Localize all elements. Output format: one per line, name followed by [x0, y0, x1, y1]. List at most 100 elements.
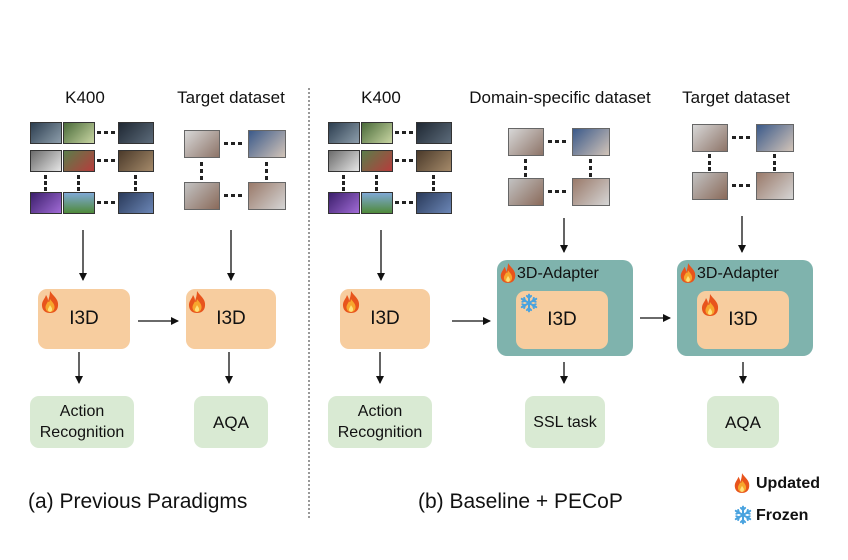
legend-updated-label: Updated	[756, 475, 820, 492]
ellipsis-dot	[265, 169, 268, 173]
ellipsis-dot	[562, 190, 566, 193]
k400-thumbnail-grid	[328, 122, 454, 214]
ellipsis-dot	[708, 154, 711, 158]
ellipsis-dot	[104, 201, 108, 204]
ellipsis-dot	[524, 159, 527, 163]
action-recognition-task-box: Action Recognition	[30, 396, 134, 448]
ellipsis-dot	[44, 175, 47, 179]
video-thumbnail	[572, 178, 610, 206]
i3d-label: I3D	[216, 308, 246, 329]
ellipsis-dot	[589, 173, 592, 177]
task-label-line2: Recognition	[39, 424, 125, 441]
ellipsis-dot	[432, 181, 435, 185]
ellipsis-dot	[375, 187, 378, 191]
ellipsis-dot	[77, 175, 80, 179]
ellipsis-dot	[548, 140, 552, 143]
video-thumbnail	[416, 122, 452, 144]
ellipsis-dot	[97, 131, 101, 134]
ellipsis-dot	[395, 131, 399, 134]
i3d-model-box: I3D	[186, 289, 276, 349]
ellipsis-dot	[200, 162, 203, 166]
video-thumbnail	[63, 192, 95, 214]
ellipsis-dot	[111, 131, 115, 134]
video-thumbnail	[30, 150, 62, 172]
video-thumbnail	[248, 130, 286, 158]
ellipsis-dot	[134, 181, 137, 185]
domain-thumbnail-grid	[508, 128, 612, 208]
ellipsis-dot	[746, 184, 750, 187]
video-thumbnail	[30, 192, 62, 214]
ellipsis-dot	[231, 194, 235, 197]
ellipsis-dot	[395, 159, 399, 162]
right-panel-caption: (b) Baseline + PECoP	[418, 490, 623, 513]
ellipsis-dot	[200, 169, 203, 173]
ellipsis-dot	[402, 159, 406, 162]
ellipsis-dot	[44, 181, 47, 185]
task-label: SSL task	[533, 413, 597, 431]
video-thumbnail	[63, 122, 95, 144]
ellipsis-dot	[111, 159, 115, 162]
ellipsis-dot	[104, 131, 108, 134]
video-thumbnail	[756, 124, 794, 152]
k400-label: K400	[65, 88, 105, 107]
ellipsis-dot	[773, 161, 776, 165]
ellipsis-dot	[77, 181, 80, 185]
ellipsis-dot	[732, 184, 736, 187]
ellipsis-dot	[342, 175, 345, 179]
video-thumbnail	[572, 128, 610, 156]
k400-thumbnail-grid	[30, 122, 156, 214]
target-thumbnail-grid	[692, 124, 796, 204]
3d-adapter-label: 3D-Adapter	[697, 265, 779, 282]
target-dataset-label: Target dataset	[177, 88, 285, 107]
i3d-label: I3D	[370, 308, 400, 329]
ellipsis-dot	[555, 140, 559, 143]
ellipsis-dot	[224, 194, 228, 197]
ellipsis-dot	[739, 136, 743, 139]
ellipsis-dot	[395, 201, 399, 204]
ellipsis-dot	[77, 187, 80, 191]
task-label-line1: Action	[357, 403, 403, 420]
k400-label: K400	[361, 88, 401, 107]
ellipsis-dot	[555, 190, 559, 193]
ssl-task-box: SSL task	[525, 396, 605, 448]
i3d-label: I3D	[547, 309, 577, 330]
ellipsis-dot	[409, 201, 413, 204]
ellipsis-dot	[524, 173, 527, 177]
video-thumbnail	[328, 122, 360, 144]
ellipsis-dot	[231, 142, 235, 145]
ellipsis-dot	[432, 187, 435, 191]
ellipsis-dot	[589, 159, 592, 163]
ellipsis-dot	[409, 159, 413, 162]
target-dataset-label: Target dataset	[682, 88, 790, 107]
video-thumbnail	[692, 124, 728, 152]
target-thumbnail-grid	[184, 130, 288, 210]
action-recognition-task-box: Action Recognition	[328, 396, 432, 448]
video-thumbnail	[63, 150, 95, 172]
task-label: AQA	[213, 412, 249, 432]
domain-specific-dataset-label: Domain-specific dataset	[469, 88, 651, 107]
ellipsis-dot	[44, 187, 47, 191]
i3d-label: I3D	[728, 309, 758, 330]
video-thumbnail	[416, 150, 452, 172]
video-thumbnail	[361, 150, 393, 172]
ellipsis-dot	[375, 175, 378, 179]
ellipsis-dot	[342, 187, 345, 191]
task-label-line2: Recognition	[337, 424, 423, 441]
ellipsis-dot	[342, 181, 345, 185]
ellipsis-dot	[265, 162, 268, 166]
3d-adapter-label: 3D-Adapter	[517, 265, 599, 282]
video-thumbnail	[184, 182, 220, 210]
ellipsis-dot	[134, 175, 137, 179]
ellipsis-dot	[739, 184, 743, 187]
video-thumbnail	[508, 178, 544, 206]
legend-frozen-label: Frozen	[756, 507, 809, 524]
ellipsis-dot	[402, 201, 406, 204]
video-thumbnail	[508, 128, 544, 156]
ellipsis-dot	[200, 176, 203, 180]
ellipsis-dot	[265, 176, 268, 180]
video-thumbnail	[328, 192, 360, 214]
video-thumbnail	[756, 172, 794, 200]
ellipsis-dot	[548, 190, 552, 193]
video-thumbnail	[416, 192, 452, 214]
ellipsis-dot	[224, 142, 228, 145]
